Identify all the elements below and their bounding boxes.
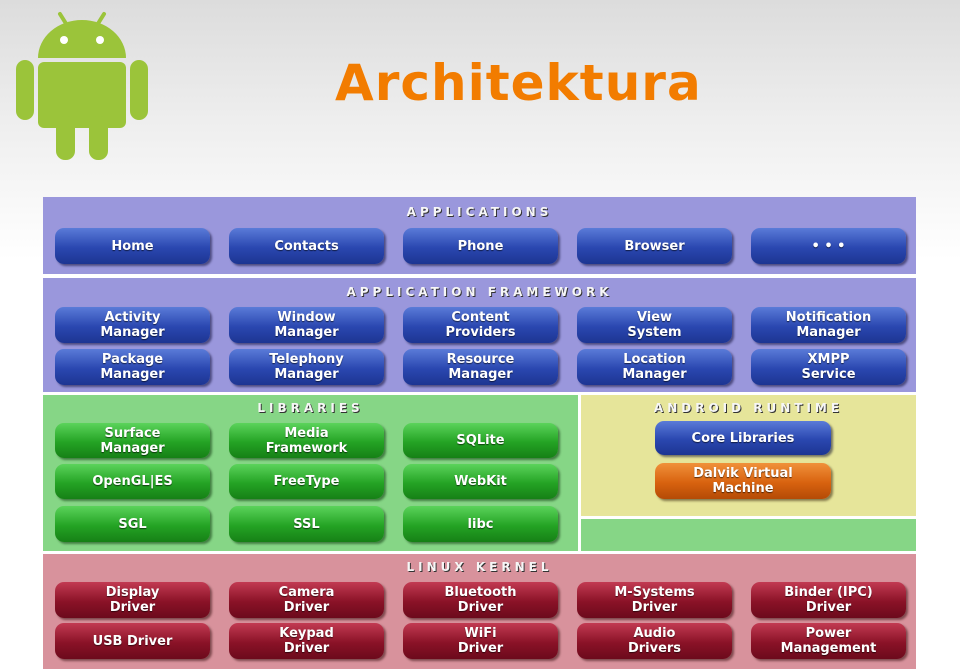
kernel-box-keypad-driver: Keypad Driver bbox=[229, 623, 384, 659]
framework-box-resource-manager: Resource Manager bbox=[403, 349, 558, 385]
kernel-box-power-management: Power Management bbox=[751, 623, 906, 659]
library-box-surface-manager: Surface Manager bbox=[55, 423, 210, 458]
android-architecture-diagram: APPLICATIONS APPLICATION FRAMEWORK LIBRA… bbox=[43, 197, 916, 669]
runtime-title: ANDROID RUNTIME bbox=[653, 401, 844, 415]
library-box-sgl: SGL bbox=[55, 506, 210, 542]
kernel-box-m-systems-driver: M-Systems Driver bbox=[577, 582, 732, 618]
library-box-sqlite: SQLite bbox=[403, 423, 558, 458]
library-box-webkit: WebKit bbox=[403, 464, 558, 499]
framework-box-window-manager: Window Manager bbox=[229, 307, 384, 343]
runtime-box-dalvik-vm: Dalvik Virtual Machine bbox=[655, 463, 831, 499]
runtime-lower-strip bbox=[581, 519, 916, 551]
framework-box-notification-manager: Notification Manager bbox=[751, 307, 906, 343]
framework-box-location-manager: Location Manager bbox=[577, 349, 732, 385]
framework-box-content-providers: Content Providers bbox=[403, 307, 558, 343]
library-box-freetype: FreeType bbox=[229, 464, 384, 499]
library-box-media-framework: Media Framework bbox=[229, 423, 384, 458]
kernel-box-wifi-driver: WiFi Driver bbox=[403, 623, 558, 659]
app-box-phone: Phone bbox=[403, 228, 558, 264]
kernel-box-usb-driver: USB Driver bbox=[55, 623, 210, 659]
framework-title: APPLICATION FRAMEWORK bbox=[346, 285, 613, 299]
kernel-box-audio-drivers: Audio Drivers bbox=[577, 623, 732, 659]
kernel-box-display-driver: Display Driver bbox=[55, 582, 210, 618]
library-box-ssl: SSL bbox=[229, 506, 384, 542]
library-box-libc: libc bbox=[403, 506, 558, 542]
app-box-more: • • • bbox=[751, 228, 906, 264]
app-box-contacts: Contacts bbox=[229, 228, 384, 264]
framework-box-telephony-manager: Telephony Manager bbox=[229, 349, 384, 385]
framework-box-activity-manager: Activity Manager bbox=[55, 307, 210, 343]
libraries-title: LIBRARIES bbox=[257, 401, 364, 415]
library-box-opengl-es: OpenGL|ES bbox=[55, 464, 210, 499]
app-box-home: Home bbox=[55, 228, 210, 264]
framework-box-package-manager: Package Manager bbox=[55, 349, 210, 385]
android-robot-icon bbox=[16, 12, 148, 160]
page-title: Architektura bbox=[335, 54, 702, 112]
kernel-box-binder-driver: Binder (IPC) Driver bbox=[751, 582, 906, 618]
applications-title: APPLICATIONS bbox=[406, 205, 553, 219]
kernel-box-bluetooth-driver: Bluetooth Driver bbox=[403, 582, 558, 618]
runtime-box-core-libraries: Core Libraries bbox=[655, 421, 831, 455]
kernel-title: LINUX KERNEL bbox=[406, 560, 553, 574]
kernel-box-camera-driver: Camera Driver bbox=[229, 582, 384, 618]
framework-box-xmpp-service: XMPP Service bbox=[751, 349, 906, 385]
framework-box-view-system: View System bbox=[577, 307, 732, 343]
app-box-browser: Browser bbox=[577, 228, 732, 264]
